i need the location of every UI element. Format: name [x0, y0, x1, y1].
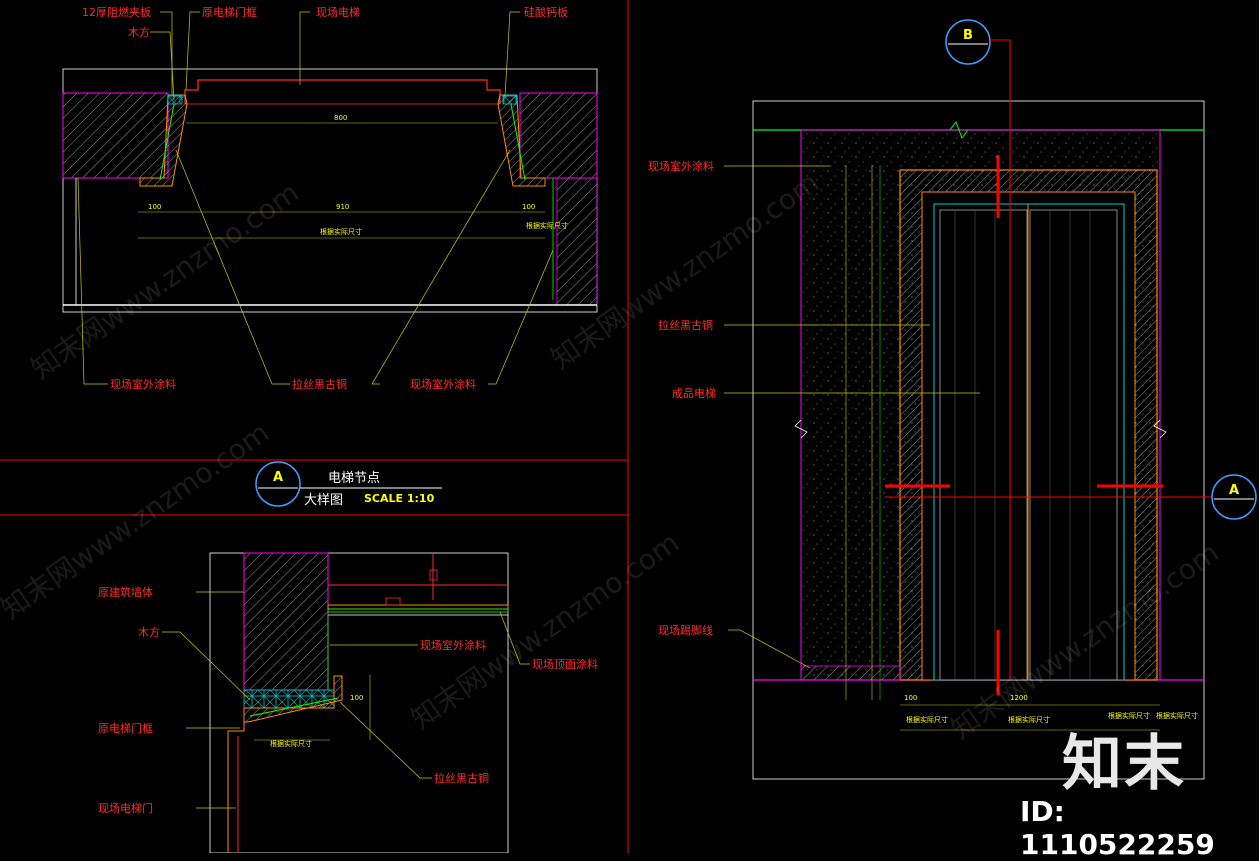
brand-id: ID: 1110522259 [1020, 795, 1215, 861]
label-fire-plywood: 12厚阻燃夹板 [82, 5, 151, 19]
label-brushed-bronze-elev: 拉丝黑古铜 [658, 318, 713, 332]
dim-800: 800 [334, 114, 347, 122]
label-skirting: 现场踢脚线 [658, 623, 713, 637]
label-brushed-bronze: 拉丝黑古铜 [292, 377, 347, 391]
top-plan-detail [62, 11, 598, 385]
dim-site-2: 根据实际尺寸 [1008, 715, 1050, 724]
section-mark-b-text: B [963, 28, 973, 43]
label-original-door-frame: 原电梯门框 [202, 5, 257, 19]
dim-100-right: 100 [522, 203, 535, 211]
sheet-frame [0, 0, 629, 853]
label-original-wall: 原建筑墙体 [98, 585, 153, 599]
label-brushed-bronze-bottom: 拉丝黑古铜 [434, 771, 489, 785]
label-finished-elevator: 成品电梯 [672, 387, 716, 400]
watermark-1: 知末网www.znzmo.com [25, 176, 305, 386]
label-site-elevator-door: 现场电梯门 [98, 801, 153, 815]
label-calcium-silicate-board: 硅酸钙板 [524, 5, 568, 19]
section-mark-a: A [1211, 474, 1257, 520]
dim-site-4: 根据实际尺寸 [1156, 711, 1198, 720]
dim-100-elev: 100 [904, 694, 917, 702]
dim-site-size-right: 根据实际尺寸 [526, 221, 568, 230]
dim-site-size-bottom: 根据实际尺寸 [270, 739, 312, 748]
dim-910: 910 [336, 203, 349, 211]
dim-site-3: 根据实际尺寸 [1108, 711, 1150, 720]
dim-100-bottom: 100 [350, 694, 363, 702]
right-elevation-labels: 现场室外涂料 拉丝黑古铜 成品电梯 现场踢脚线 100 1200 根据实际尺寸 … [648, 159, 1198, 724]
dim-100-left: 100 [148, 203, 161, 211]
dim-site-1: 根据实际尺寸 [906, 715, 948, 724]
label-exterior-paint-right: 现场室外涂料 [410, 377, 476, 391]
dim-1200: 1200 [1010, 694, 1028, 702]
title-mark: A [273, 470, 283, 485]
title-block: A 电梯节点 大样图 SCALE 1:10 [255, 461, 442, 508]
title-name: 电梯节点 [328, 471, 380, 486]
watermark-4: 知末网www.znzmo.com [405, 526, 685, 736]
brand-logo: 知末 [1062, 729, 1186, 799]
bottom-section-detail [162, 552, 530, 853]
right-elevation [724, 40, 1212, 780]
section-mark-b: B [945, 19, 1010, 65]
title-sub: 大样图 [304, 493, 343, 508]
top-plan-labels: 12厚阻燃夹板 木方 原电梯门框 现场电梯 硅酸钙板 现场室外涂料 拉丝黑古铜 … [82, 5, 568, 391]
dim-site-size: 根据实际尺寸 [320, 227, 362, 236]
label-wood-batten-bottom: 木方 [138, 625, 160, 639]
label-site-elevator: 现场电梯 [316, 5, 360, 19]
label-ceiling-paint: 现场顶面涂料 [532, 657, 598, 671]
label-original-door-frame-bottom: 原电梯门框 [98, 721, 153, 735]
section-mark-a-text: A [1229, 483, 1239, 498]
label-wood-batten: 木方 [128, 25, 150, 39]
bottom-section-labels: 原建筑墙体 木方 原电梯门框 现场电梯门 现场室外涂料 现场顶面涂料 拉丝黑古铜… [98, 585, 598, 815]
label-exterior-paint-elev: 现场室外涂料 [648, 159, 714, 173]
label-exterior-paint-left: 现场室外涂料 [110, 377, 176, 391]
label-exterior-paint-bottom: 现场室外涂料 [420, 638, 486, 652]
title-scale: SCALE 1:10 [364, 492, 435, 505]
